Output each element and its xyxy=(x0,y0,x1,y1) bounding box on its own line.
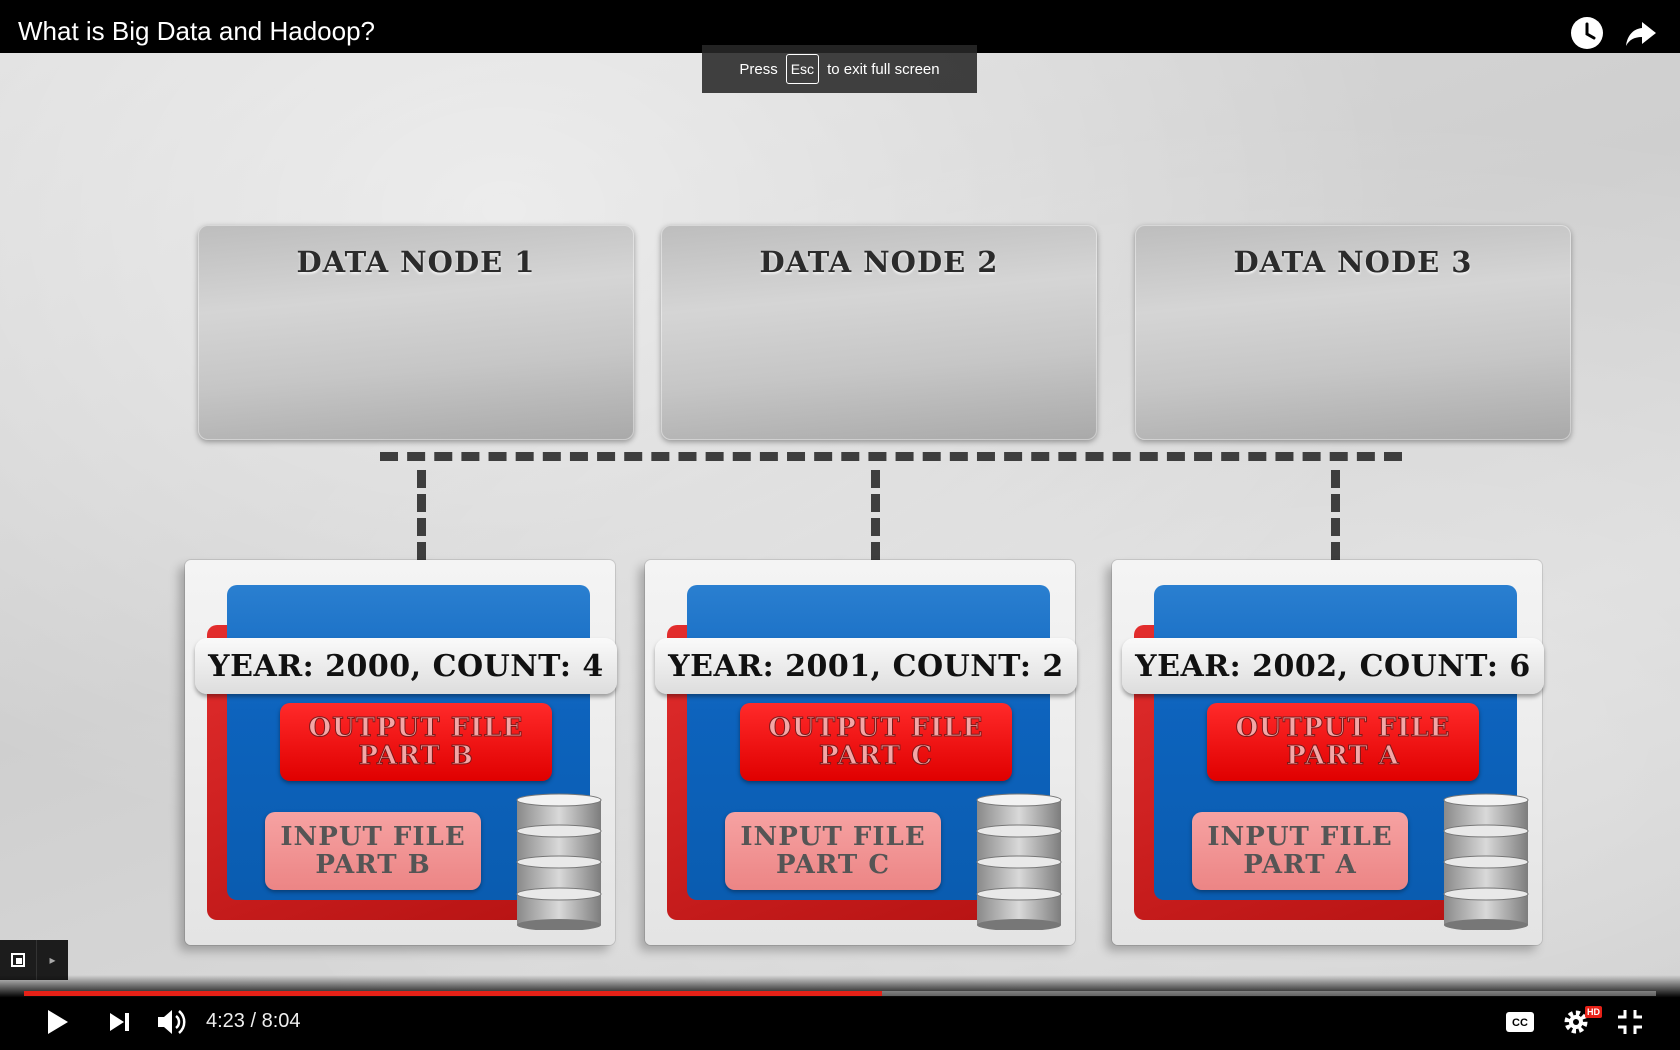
share-icon[interactable] xyxy=(1624,16,1658,50)
exit-fullscreen-icon[interactable] xyxy=(1610,1004,1650,1040)
data-node-label: DATA NODE 1 xyxy=(296,245,536,279)
video-title[interactable]: What is Big Data and Hadoop? xyxy=(18,16,375,46)
time-display: 4:23 / 8:04 xyxy=(206,1010,301,1032)
hd-badge: HD xyxy=(1585,1006,1602,1018)
database-icon xyxy=(515,790,603,930)
input-file-line2: PART C xyxy=(775,850,891,880)
output-file-box: OUTPUT FILE PART A xyxy=(1207,703,1479,781)
progress-bar[interactable] xyxy=(24,991,1656,996)
exit-fullscreen-toast: Press Esc to exit full screen xyxy=(702,45,977,93)
data-node-label: DATA NODE 3 xyxy=(1233,245,1473,279)
reducer-card-1: YEAR: 2000, COUNT: 4 OUTPUT FILE PART B … xyxy=(185,560,617,945)
network-connector-3 xyxy=(1331,470,1340,560)
input-file-box: INPUT FILE PART C xyxy=(725,812,941,890)
reducer-card-2: YEAR: 2001, COUNT: 2 OUTPUT FILE PART C … xyxy=(645,560,1077,945)
output-file-line1: OUTPUT FILE xyxy=(308,713,524,743)
output-file-line1: OUTPUT FILE xyxy=(1235,713,1451,743)
progress-played xyxy=(24,991,883,996)
input-file-line1: INPUT FILE xyxy=(1207,822,1393,852)
title-bar: What is Big Data and Hadoop? xyxy=(0,0,1680,53)
input-file-line2: PART B xyxy=(315,850,431,880)
esc-key: Esc xyxy=(785,54,820,84)
database-icon xyxy=(975,790,1063,930)
output-file-box: OUTPUT FILE PART C xyxy=(740,703,1012,781)
year-count-label: YEAR: 2001, COUNT: 2 xyxy=(655,638,1077,694)
next-icon[interactable] xyxy=(100,1004,140,1040)
cc-icon[interactable]: CC xyxy=(1500,1004,1540,1040)
clock-icon[interactable] xyxy=(1570,16,1604,50)
input-file-box: INPUT FILE PART A xyxy=(1192,812,1408,890)
toast-press: Press xyxy=(739,60,778,78)
data-node-2: DATA NODE 2 xyxy=(661,225,1097,440)
play-icon[interactable] xyxy=(38,1004,78,1040)
network-connector-2 xyxy=(871,470,880,560)
database-icon xyxy=(1442,790,1530,930)
data-node-label: DATA NODE 2 xyxy=(759,245,999,279)
output-file-line2: PART A xyxy=(1286,741,1400,771)
network-line xyxy=(380,452,1402,461)
volume-icon[interactable] xyxy=(152,1004,192,1040)
input-file-line2: PART A xyxy=(1243,850,1357,880)
miniplayer-icon[interactable] xyxy=(0,940,37,980)
network-connector-1 xyxy=(417,470,426,560)
year-count-label: YEAR: 2002, COUNT: 6 xyxy=(1122,638,1544,694)
gear-icon[interactable]: HD xyxy=(1554,1004,1602,1040)
miniplayer-tab[interactable]: ▸ xyxy=(0,940,68,980)
svg-text:CC: CC xyxy=(1512,1017,1528,1029)
output-file-line2: PART B xyxy=(358,741,474,771)
reducer-card-3: YEAR: 2002, COUNT: 6 OUTPUT FILE PART A … xyxy=(1112,560,1544,945)
data-node-3: DATA NODE 3 xyxy=(1135,225,1571,440)
toast-rest: to exit full screen xyxy=(827,60,940,78)
output-file-box: OUTPUT FILE PART B xyxy=(280,703,552,781)
output-file-line2: PART C xyxy=(818,741,934,771)
expand-arrow-icon[interactable]: ▸ xyxy=(49,953,56,967)
input-file-line1: INPUT FILE xyxy=(740,822,926,852)
input-file-line1: INPUT FILE xyxy=(280,822,466,852)
player-controls xyxy=(0,975,1680,1050)
output-file-line1: OUTPUT FILE xyxy=(768,713,984,743)
input-file-box: INPUT FILE PART B xyxy=(265,812,481,890)
year-count-label: YEAR: 2000, COUNT: 4 xyxy=(195,638,617,694)
data-node-1: DATA NODE 1 xyxy=(198,225,634,440)
